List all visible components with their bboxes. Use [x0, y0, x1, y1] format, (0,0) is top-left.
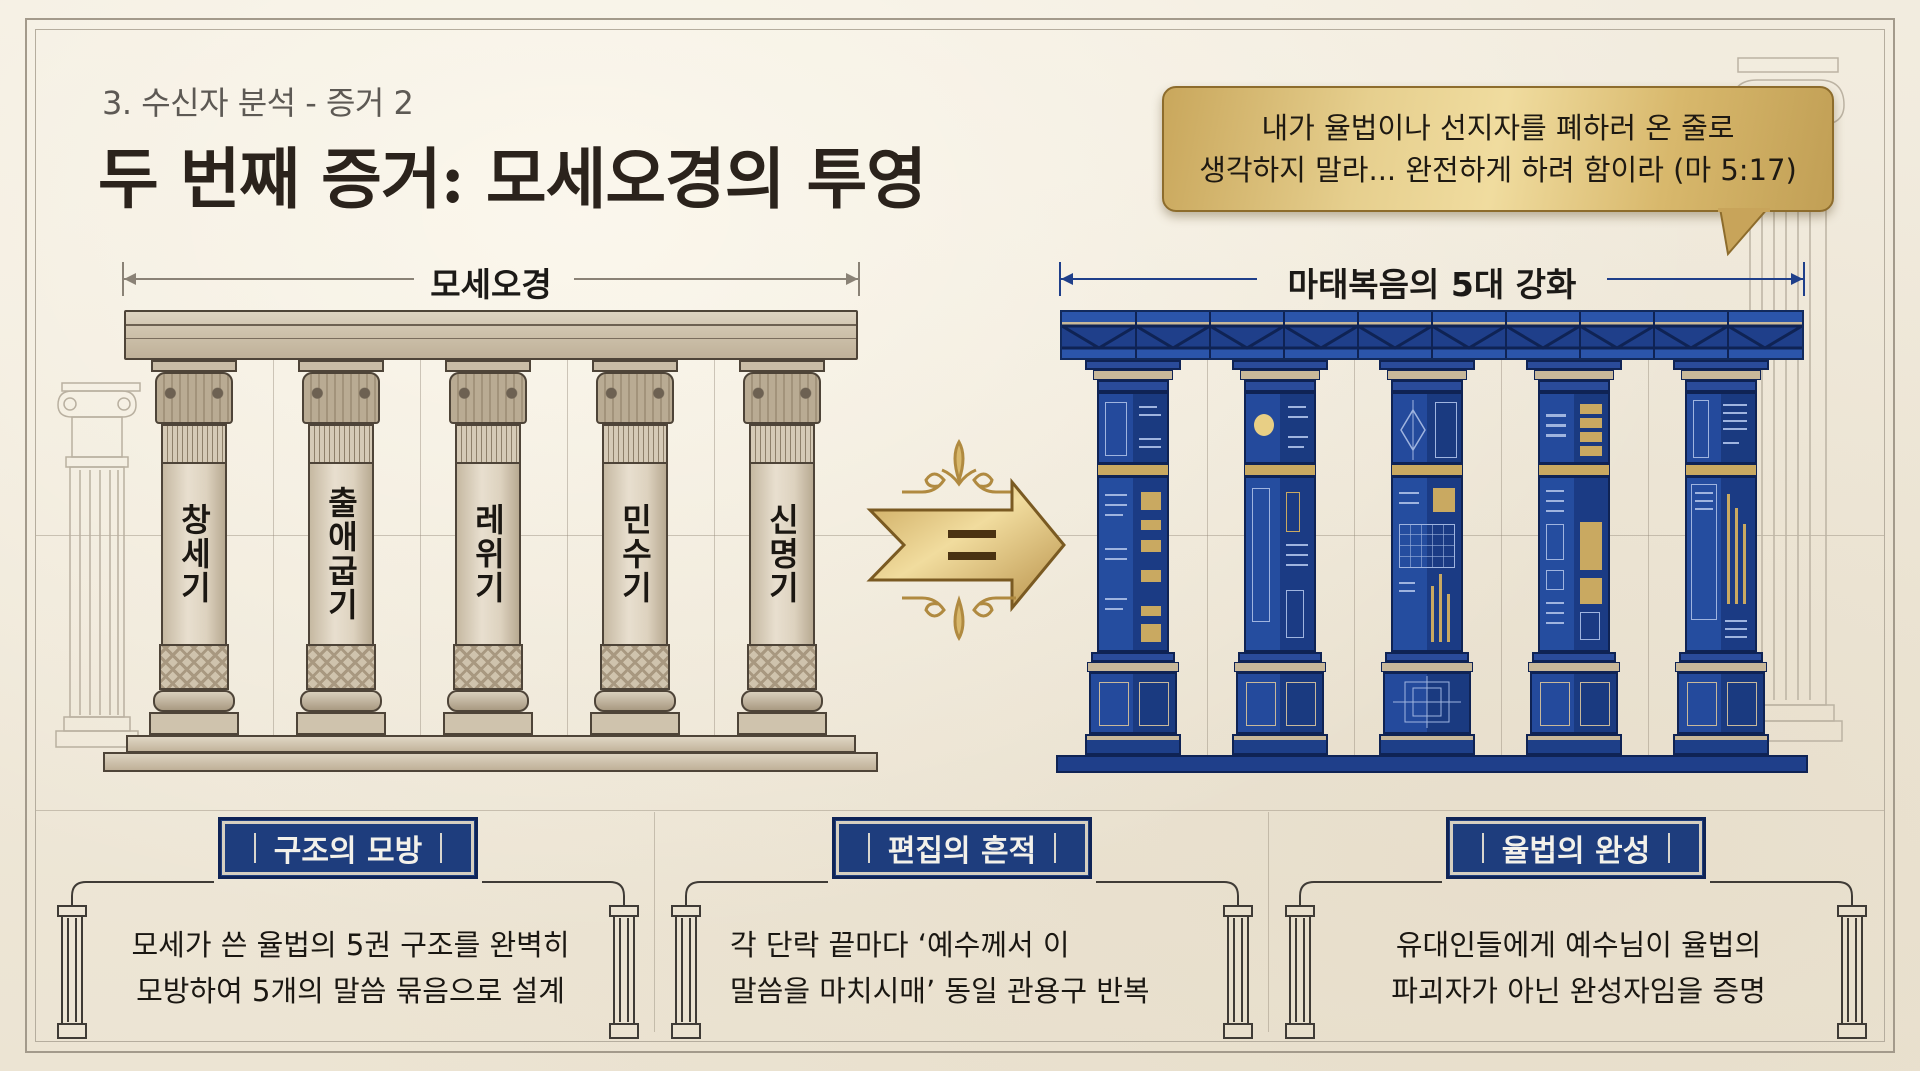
stone-step-upper	[126, 735, 856, 753]
card-description: 유대인들에게 예수님이 율법의 파괴자가 아닌 완성자임을 증명	[1391, 928, 1766, 1008]
card-title: 율법의 완성	[1501, 834, 1651, 869]
blueprint-plan-icon	[1393, 676, 1461, 728]
diamond-icon	[1400, 400, 1426, 460]
stone-entablature	[124, 310, 858, 360]
truss-entablature	[1060, 310, 1804, 360]
flourish-bottom-icon	[902, 595, 1016, 642]
arrow-left-icon	[124, 273, 136, 285]
card-frame-icon	[1285, 881, 1867, 1039]
guide-line	[714, 360, 715, 735]
pillar-label: 레위기	[469, 503, 507, 605]
speech-tail-icon	[1718, 208, 1770, 257]
arrow-right-icon	[846, 273, 858, 285]
pillar-deuteronomy: 신명기	[735, 360, 829, 735]
ghost-column-left-icon	[55, 382, 141, 748]
guide-line	[567, 360, 568, 735]
guide-line	[273, 360, 274, 735]
card-frame-icon	[671, 881, 1253, 1039]
page-title: 두 번째 증거: 모세오경의 투영	[98, 140, 927, 218]
guide-line	[36, 810, 1884, 811]
card-law-fulfillment: 율법의 완성 유대인들에게 예수님이 율법의 파괴자가 아닌 완성자임을 증명	[1276, 812, 1881, 1039]
section-subtitle: 3. 수신자 분석 - 증거 2	[102, 84, 414, 122]
inner-frame	[35, 29, 1885, 1042]
corinthian-capital-icon	[449, 372, 527, 424]
flourish-top-icon	[902, 438, 1016, 494]
pentateuch-dimension: 모세오경	[122, 258, 860, 304]
guide-line	[654, 812, 655, 1032]
corinthian-capital-icon	[596, 372, 674, 424]
pentateuch-label: 모세오경	[430, 265, 552, 304]
matthew-label: 마태복음의 5대 강화	[1287, 265, 1577, 304]
card-title: 편집의 흔적	[887, 834, 1037, 869]
guide-line	[1648, 360, 1649, 755]
discourse-pillar-1	[1083, 360, 1183, 755]
guide-line	[1354, 360, 1355, 755]
card-frame-icon	[57, 881, 639, 1039]
stone-step-lower	[103, 752, 878, 772]
card-title: 구조의 모방	[273, 834, 423, 869]
corinthian-capital-icon	[743, 372, 821, 424]
guide-line	[1268, 812, 1269, 1032]
equals-arrow: =	[852, 430, 1066, 650]
svg-text:=: =	[959, 533, 972, 552]
arrow-right-icon	[1791, 273, 1803, 285]
corinthian-capital-icon	[155, 372, 233, 424]
discourse-pillar-4	[1524, 360, 1624, 755]
quote-line-1: 내가 율법이나 선지자를 폐하러 온 줄로	[1261, 111, 1735, 145]
pillar-genesis: 창세기	[147, 360, 241, 735]
quote-line-2: 생각하지 말라... 완전하게 하려 함이라 (마 5:17)	[1199, 153, 1797, 187]
blue-base-platform	[1056, 755, 1808, 773]
pillar-leviticus: 레위기	[441, 360, 535, 735]
pillar-label: 출애굽기	[322, 486, 360, 622]
card-description: 각 단락 끝마다 ‘예수께서 이 말씀을 마치시매’ 동일 관용구 반복	[730, 928, 1150, 1008]
gold-arrow-icon: =	[866, 438, 1066, 642]
guide-line	[1207, 360, 1208, 755]
discourse-pillar-3	[1377, 360, 1477, 755]
pillar-label: 창세기	[175, 503, 213, 605]
grid-icon	[1399, 524, 1455, 568]
sun-icon	[1254, 414, 1274, 436]
matthew-dimension: 마태복음의 5대 강화	[1059, 258, 1805, 304]
pillar-label: 신명기	[763, 503, 801, 605]
guide-line	[420, 360, 421, 735]
pillar-exodus: 출애굽기	[294, 360, 388, 735]
card-title-badge: 율법의 완성	[1446, 817, 1706, 879]
corinthian-capital-icon	[302, 372, 380, 424]
pillar-label: 민수기	[616, 503, 654, 605]
card-description: 모세가 쓴 율법의 5권 구조를 완벽히 모방하여 5개의 말씀 묶음으로 설계	[131, 928, 570, 1008]
truss-pattern-icon	[1062, 312, 1802, 358]
card-structure-imitation: 구조의 모방 모세가 쓴 율법의 5권 구조를 완벽히 모방하여 5개의 말씀 …	[48, 812, 653, 1039]
guide-line	[1501, 360, 1502, 755]
card-title-badge: 편집의 흔적	[832, 817, 1092, 879]
discourse-pillar-5	[1671, 360, 1771, 755]
pillar-numbers: 민수기	[588, 360, 682, 735]
arrow-left-icon	[1061, 273, 1073, 285]
card-editing-traces: 편집의 흔적 각 단락 끝마다 ‘예수께서 이 말씀을 마치시매’ 동일 관용구…	[662, 812, 1267, 1039]
card-title-badge: 구조의 모방	[218, 817, 478, 879]
outer-frame	[25, 18, 1895, 1053]
quote-bubble: 내가 율법이나 선지자를 폐하러 온 줄로 생각하지 말라... 완전하게 하려…	[1162, 86, 1834, 212]
discourse-pillar-2	[1230, 360, 1330, 755]
